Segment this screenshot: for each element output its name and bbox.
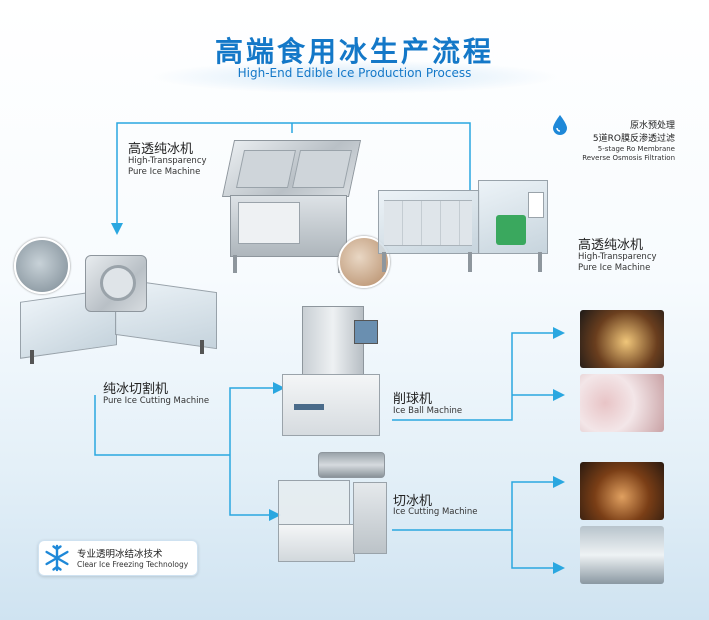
label-cutting-cn: 纯冰切割机	[103, 382, 169, 397]
ice-machine-frame	[378, 180, 558, 275]
ice-cutting-machine	[278, 452, 390, 562]
clear-ice-badge: 专业透明冰结冰技术 Clear Ice Freezing Technology	[38, 540, 198, 576]
arrow-cut-to-photo3	[392, 476, 565, 531]
label-transparency-left-en2: Pure Ice Machine	[128, 167, 201, 177]
label-ice-cutting-en: Ice Cutting Machine	[393, 507, 478, 517]
pretreatment-en1: 5-stage Ro Membrane	[597, 145, 675, 153]
arrow-cut-to-photo4	[511, 530, 565, 574]
arrow-ball-to-photo1	[392, 327, 565, 421]
pretreatment-cn1: 原水预处理	[629, 121, 675, 131]
label-ice-cutting-cn: 切冰机	[393, 494, 433, 509]
label-transparency-right-en2: Pure Ice Machine	[578, 263, 651, 273]
ice-machine-tank	[218, 140, 362, 275]
label-ball-en: Ice Ball Machine	[393, 406, 463, 416]
label-transparency-left-en1: High-Transparency	[128, 156, 207, 166]
label-ball-cn: 削球机	[393, 392, 433, 407]
ice-ball-dessert-photo	[580, 374, 664, 432]
badge-en: Clear Ice Freezing Technology	[77, 560, 189, 569]
arrow-to-cutting	[111, 122, 471, 235]
pure-ice-cutting-machine	[20, 240, 220, 380]
water-drop-icon	[553, 115, 567, 135]
label-transparency-left-cn: 高透纯冰机	[128, 142, 194, 157]
badge-cn: 专业透明冰结冰技术	[77, 549, 163, 560]
snowflake-icon	[45, 544, 69, 572]
page-title: 高端食用冰生产流程	[214, 35, 494, 68]
pretreatment-en2: Reverse Osmosis Filtration	[582, 154, 675, 162]
arrow-to-ball-machine	[229, 382, 285, 455]
label-transparency-right-en1: High-Transparency	[578, 252, 657, 262]
pretreatment-cn2: 5道RO膜反渗透过滤	[592, 134, 675, 144]
arrow-cutting-split	[94, 395, 230, 456]
title-swoosh	[150, 60, 560, 94]
cutting-detail-photo	[14, 238, 70, 294]
whiskey-pour-photo	[580, 310, 664, 368]
ice-ball-machine	[282, 306, 382, 438]
ice-cube-glass-photo	[580, 526, 664, 584]
cocktail-ice-photo	[580, 462, 664, 520]
arrow-to-ice-cutting-machine	[229, 455, 281, 521]
page-subtitle: High-End Edible Ice Production Process	[237, 66, 472, 80]
pretreatment-box: 原水预处理 5道RO膜反渗透过滤 5-stage Ro Membrane Rev…	[553, 115, 675, 168]
label-cutting-en: Pure Ice Cutting Machine	[103, 396, 210, 406]
label-transparency-right-cn: 高透纯冰机	[578, 238, 644, 253]
